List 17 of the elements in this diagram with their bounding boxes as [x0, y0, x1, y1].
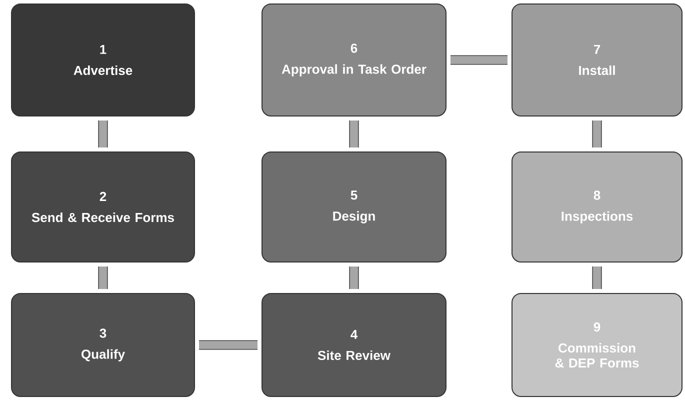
connector-bar: [450, 55, 508, 65]
connector-bar: [349, 266, 359, 289]
process-box: 9 Commission & DEP Forms: [512, 293, 682, 397]
process-box: 6 Approval in Task Order: [262, 4, 446, 116]
process-box: 1 Advertise: [11, 4, 195, 116]
process-box: 7 Install: [512, 4, 682, 116]
connector-bar: [349, 120, 359, 148]
connector-bar: [199, 340, 258, 350]
connector-bar: [98, 120, 108, 148]
process-box: 8 Inspections: [512, 152, 682, 262]
connector-bar: [592, 120, 602, 148]
process-box: 4 Site Review: [262, 293, 446, 397]
process-box: 3 Qualify: [11, 293, 195, 397]
process-box: 5 Design: [262, 152, 446, 262]
process-box: 2 Send & Receive Forms: [11, 152, 195, 262]
connector-bar: [98, 266, 108, 289]
connector-bar: [592, 266, 602, 289]
